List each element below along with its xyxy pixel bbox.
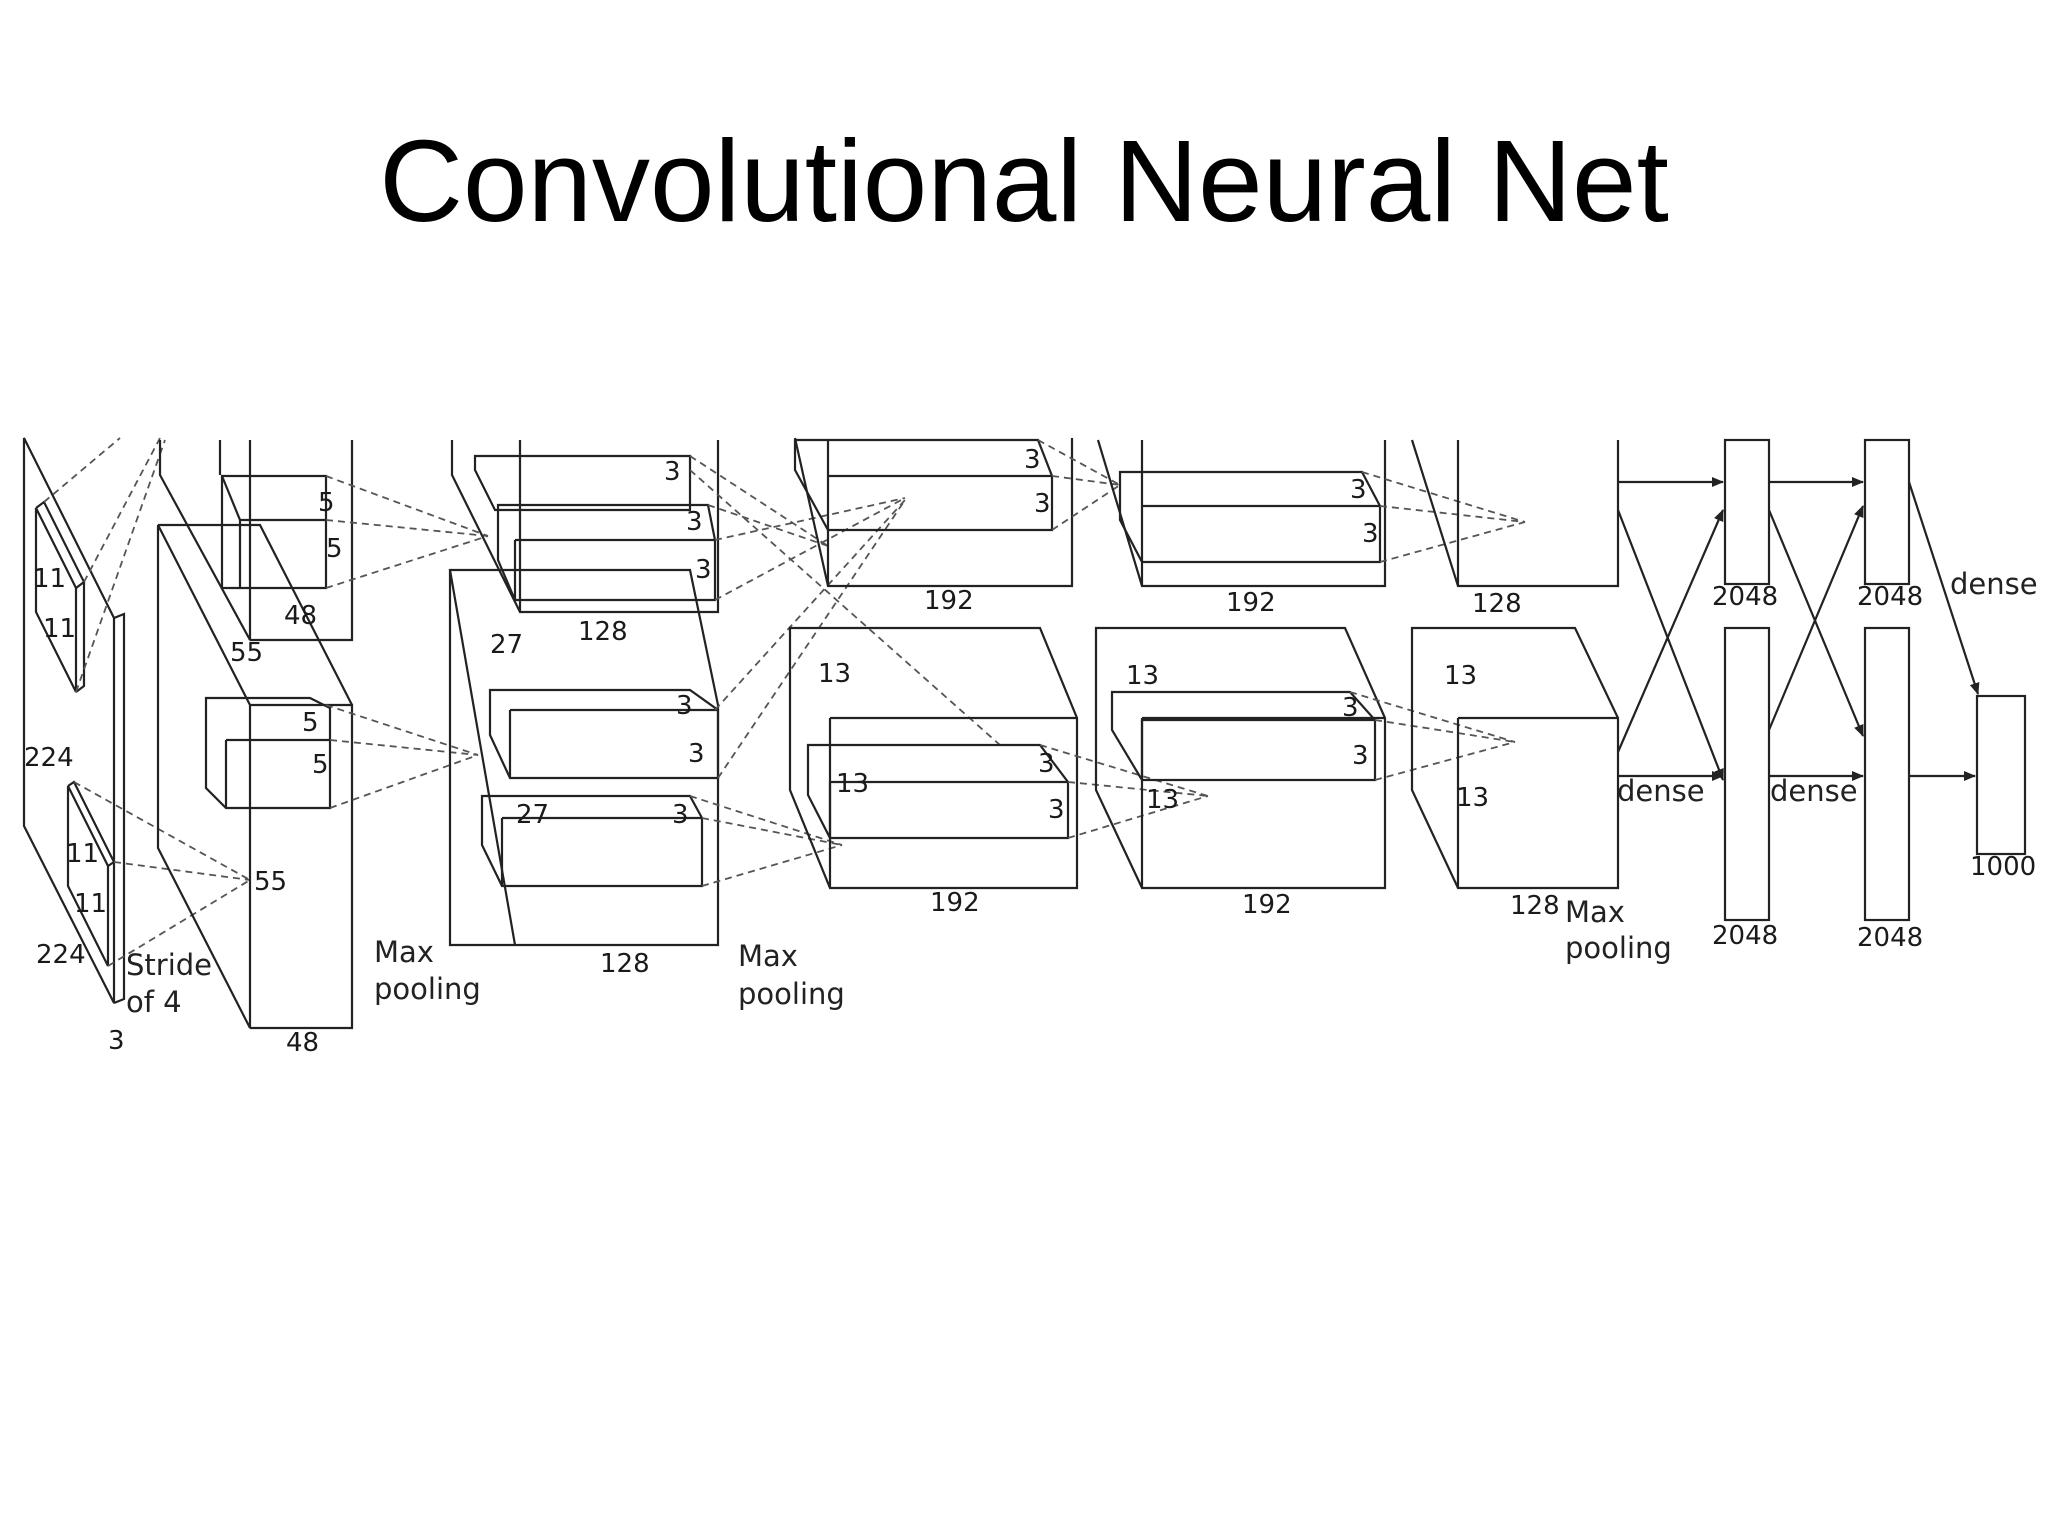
fc7-top-block [1863,438,1911,586]
conv2-size-top-label: 27 [490,630,523,660]
conv5-size-b-label: 13 [1456,783,1489,813]
input-depth-label: 3 [108,1026,125,1056]
fc8-dense-label: dense [1950,567,2038,601]
diagram-labels: 11 11 224 224 3 11 11 Stride of 4 55 55 … [24,445,2038,1058]
conv3-depth-bottom-label: 192 [930,888,980,918]
conv1-top-volume [158,440,354,642]
fc6-top-block [1723,438,1771,586]
conv2-pool-label-line2: pooling [738,977,845,1011]
stride-label-line2: of 4 [126,985,182,1019]
fc7-bottom-block [1863,626,1911,922]
conv3-layer [788,437,1209,890]
input-volume [22,437,126,1005]
conv3-kernel-2: 3 [1034,489,1051,519]
conv1-kernel-bottom-b: 5 [312,750,329,780]
conv4-kernel-3: 3 [1342,693,1359,723]
input-height-label: 224 [24,743,74,773]
conv2-kernel-1: 3 [664,457,681,487]
conv2-kernel-3: 3 [695,555,712,585]
conv2-kernel-5: 3 [688,739,705,769]
stride-label-line1: Stride [126,948,212,982]
conv1-kernel-top-b: 5 [326,534,343,564]
conv5-pool-label-line2: pooling [1565,931,1672,965]
conv2-pool-label-line1: Max [738,939,798,973]
conv5-layer [1410,439,1620,890]
conv1-kernel-top [220,474,328,590]
conv2-top-volume [450,440,720,614]
conv3-size-a-label: 13 [818,659,851,689]
conv4-depth-top-label: 192 [1226,588,1276,618]
input-kernel-height-label: 11 [33,564,66,594]
conv4-kernel-4: 3 [1352,741,1369,771]
conv1-output-size-label: 55 [254,867,287,897]
output-block [1975,694,2027,856]
fc7-dense-label: dense [1770,774,1858,808]
conv4-top-volume [1096,439,1387,588]
conv4-depth-bottom-label: 192 [1242,890,1292,920]
dense-layers [1616,438,2027,922]
fc6-bottom-size-label: 2048 [1712,921,1778,951]
conv1-depth-top-label: 48 [284,601,317,631]
conv5-depth-bottom-label: 128 [1510,891,1560,921]
conv4-kernel-2: 3 [1362,519,1379,549]
conv1-pool-label-line2: pooling [374,972,481,1006]
conv3-kernel-4: 3 [1048,795,1065,825]
conv5-depth-top-label: 128 [1472,589,1522,619]
conv2-depth-bottom-label: 128 [600,949,650,979]
conv2-kernel-b [496,503,717,602]
conv2-kernel-a [473,454,692,512]
input-mid-kernel-height-label: 11 [66,839,99,869]
conv2-kernel-d [480,794,704,888]
conv4-kernel-bottom [1110,690,1377,782]
input-layer [22,437,251,1005]
fc6-top-size-label: 2048 [1712,582,1778,612]
conv1-size-label: 55 [230,638,263,668]
input-kernel-top [34,500,86,693]
input-kernel-bottom [66,780,116,967]
conv2-kernel-2: 3 [686,507,703,537]
input-mid-kernel-width-label: 11 [74,889,107,919]
conv1-bottom-volume [156,523,354,1030]
fc7-top-size-label: 2048 [1857,582,1923,612]
conv4-kernel-top [1118,470,1382,564]
conv5-pool-label-line1: Max [1565,895,1625,929]
fc6-bottom-block [1723,626,1771,922]
conv4-kernel-1: 3 [1350,475,1367,505]
conv2-layer [448,440,1001,947]
fc6-dense-label: dense [1617,774,1705,808]
conv2-bottom-volume [448,568,720,947]
output-size-label: 1000 [1970,852,2036,882]
conv1-kernel-top-a: 5 [318,488,335,518]
conv2-size-bottom-label: 27 [516,800,549,830]
conv2-depth-top-label: 128 [578,617,628,647]
conv3-kernel-3: 3 [1038,749,1055,779]
conv2-kernel-6: 3 [672,800,689,830]
conv1-depth-bottom-label: 48 [286,1028,319,1058]
input-kernel-width-label: 11 [43,614,76,644]
conv3-kernel-1: 3 [1024,445,1041,475]
conv5-size-a-label: 13 [1444,661,1477,691]
conv5-bottom-volume [1410,626,1620,890]
conv3-top-volume [793,437,1074,588]
conv4-size-a-label: 13 [1126,661,1159,691]
conv3-depth-top-label: 192 [924,586,974,616]
conv1-pool-label-line1: Max [374,935,434,969]
conv4-layer [1094,439,1526,890]
conv1-layer [156,440,489,1030]
fc7-bottom-size-label: 2048 [1857,923,1923,953]
conv4-size-b-label: 13 [1146,785,1179,815]
conv3-kernel-top [793,438,1054,532]
conv1-kernel-bottom-a: 5 [302,708,319,738]
conv3-size-b-label: 13 [836,769,869,799]
slide-title: Convolutional Neural Net [379,116,1669,246]
conv2-kernel-4: 3 [676,691,693,721]
input-width-label: 224 [36,940,86,970]
